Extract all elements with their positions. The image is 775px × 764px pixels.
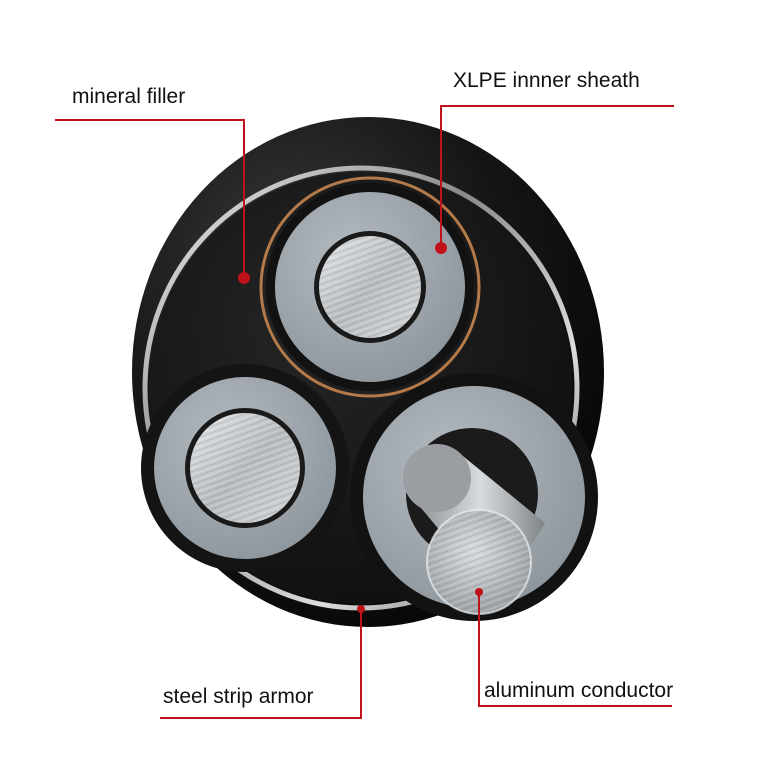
label-xlpe-inner-sheath: XLPE innner sheath xyxy=(453,69,640,92)
marker-mineral-filler xyxy=(238,272,250,284)
left-core xyxy=(141,364,349,572)
marker-steel-armor xyxy=(357,605,365,613)
leader-lines xyxy=(55,105,674,719)
label-steel-strip-armor: steel strip armor xyxy=(163,685,314,708)
leader-xlpe xyxy=(440,105,674,248)
marker-xlpe xyxy=(435,242,447,254)
right-core xyxy=(350,373,598,621)
leader-aluminum xyxy=(478,592,672,707)
leader-mineral-filler xyxy=(55,119,245,278)
label-aluminum-conductor: aluminum conductor xyxy=(484,679,674,702)
leader-steel-armor xyxy=(160,609,362,719)
label-mineral-filler: mineral filler xyxy=(72,85,186,108)
marker-aluminum xyxy=(475,588,483,596)
top-core xyxy=(259,176,481,398)
